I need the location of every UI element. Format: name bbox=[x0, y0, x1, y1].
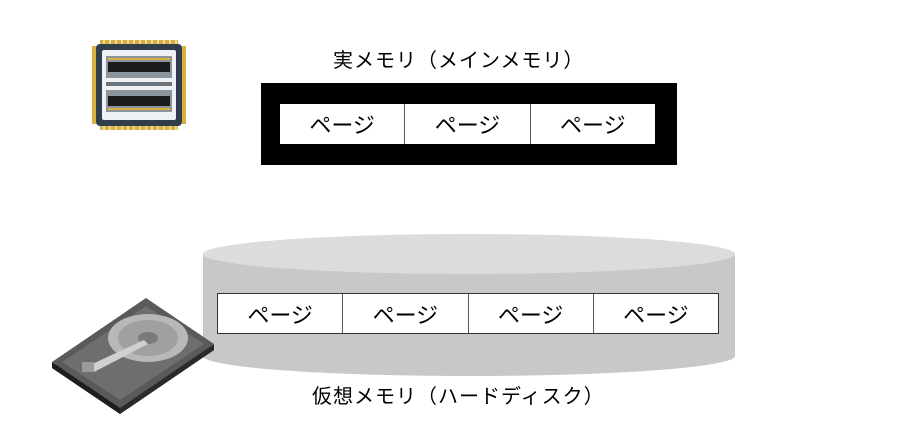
virtual-page: ページ bbox=[247, 303, 313, 329]
virtual-page: ページ bbox=[342, 294, 467, 333]
virtual-memory-pages: ページ ページ ページ ページ bbox=[217, 293, 719, 334]
real-page: ページ bbox=[404, 104, 529, 144]
virtual-page: ページ bbox=[467, 294, 593, 333]
hard-disk-icon bbox=[52, 298, 214, 414]
real-page: ページ bbox=[529, 104, 655, 144]
real-memory-title: 実メモリ（メインメモリ） bbox=[333, 48, 585, 72]
real-page: ページ bbox=[309, 114, 375, 139]
real-memory-frame: ページ ページ ページ bbox=[261, 83, 677, 165]
real-memory-pages: ページ ページ ページ bbox=[280, 104, 655, 144]
virtual-memory-title: 仮想メモリ（ハードディスク） bbox=[312, 384, 605, 408]
memory-chip-icon bbox=[92, 40, 186, 130]
virtual-page: ページ bbox=[592, 294, 718, 333]
